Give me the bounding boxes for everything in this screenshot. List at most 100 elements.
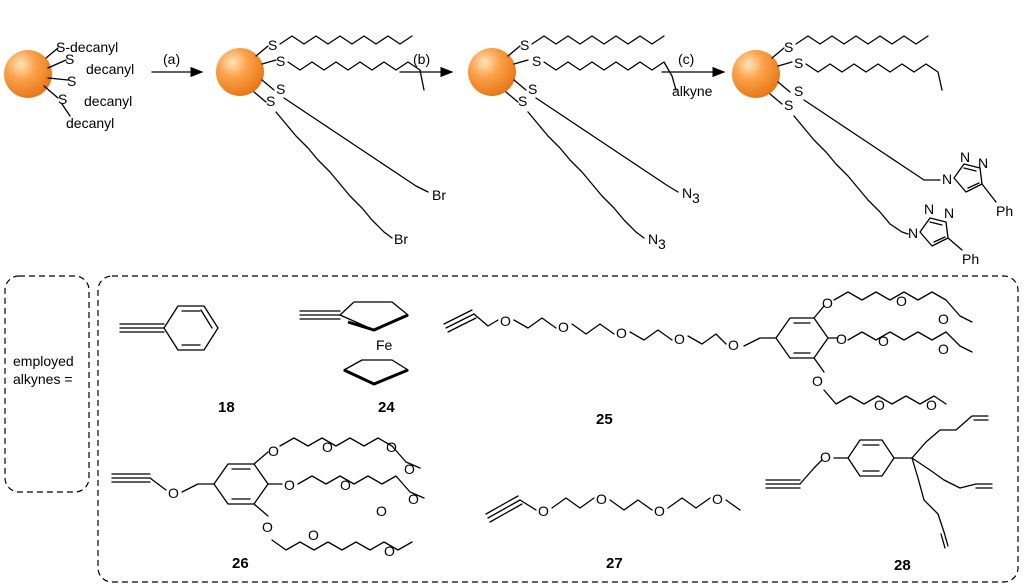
atom-o: O (674, 331, 685, 347)
atom-o: O (340, 477, 351, 493)
atom-o: O (376, 503, 387, 519)
start-chain-4: decanyl (66, 115, 114, 131)
step-a-label: (a) (163, 51, 180, 67)
atom-o: O (836, 331, 847, 347)
compound-18-label: 18 (218, 399, 235, 416)
atom-s: S (268, 37, 277, 53)
atom-o: O (820, 449, 831, 465)
compound-28-label: 28 (894, 557, 911, 574)
compound-24-structure: Fe (299, 301, 409, 386)
phenyl-group: Ph (996, 203, 1013, 219)
atom-o: O (268, 443, 279, 459)
compound-26-label: 26 (232, 555, 249, 572)
atom-n: N (944, 205, 954, 221)
triazole-ring (953, 163, 983, 193)
gold-nanoparticle (216, 48, 264, 96)
alkyl-chain (527, 111, 645, 239)
alkyl-chain (793, 115, 909, 235)
compound-18-structure (119, 305, 219, 351)
atom-o: O (284, 477, 295, 493)
atom-n: N (924, 201, 934, 217)
start-chain-2: decanyl (86, 61, 134, 77)
atom-s: S (276, 53, 285, 69)
atom-s: S (528, 81, 537, 97)
step-c-reagent: alkyne (672, 83, 713, 99)
atom-s: S (276, 81, 285, 97)
atom-n: N (908, 225, 918, 241)
step-b-label: (b) (413, 51, 430, 67)
atom-s: S (518, 93, 527, 109)
alkyl-chain (535, 97, 679, 193)
atom-o: O (926, 397, 937, 413)
phenyl-group: Ph (962, 251, 979, 267)
start-chain-1: S-decanyl (56, 39, 118, 55)
atom-o: O (616, 325, 627, 341)
atom-n: N (978, 155, 988, 171)
atom-o: O (654, 503, 665, 519)
atom-fe: Fe (376, 337, 393, 353)
atom-s: S (520, 37, 529, 53)
start-s-4: S (58, 91, 67, 107)
employed-label-line1: employed (13, 353, 74, 369)
starting-nanoparticle: S-decanyl S decanyl S decanyl S decanyl (4, 39, 134, 131)
compound-25-label: 25 (596, 411, 613, 428)
compound-26-structure: O O O O O O O O O O O O (111, 437, 425, 559)
triazole-nanoparticle: S S S S N N N Ph N N N Ph (732, 35, 1013, 267)
atom-o: O (168, 485, 179, 501)
compound-27-structure: O O O O (485, 491, 741, 523)
gold-nanoparticle (732, 50, 780, 98)
atom-o: O (404, 461, 415, 477)
atom-o: O (558, 319, 569, 335)
employed-label-line2: alkynes = (13, 371, 73, 387)
triazole-ring (919, 217, 949, 247)
atom-o: O (538, 503, 549, 519)
compound-24-label: 24 (378, 399, 395, 416)
alkyl-chain (279, 35, 413, 45)
atom-azide-n: N (682, 185, 692, 201)
atom-o: O (938, 311, 949, 327)
atom-o: O (500, 313, 511, 329)
start-s-2: S (65, 51, 74, 67)
atom-o: O (596, 491, 607, 507)
atom-o: O (938, 341, 949, 357)
alkyl-chain (275, 111, 393, 239)
atom-o: O (728, 337, 739, 353)
azide-nanoparticle: S S S S N 3 N 3 (468, 35, 700, 252)
start-chain-3: decanyl (84, 93, 132, 109)
atom-o: O (822, 295, 833, 311)
compound-25-structure: O O O O O O O O O O O O O O (443, 291, 973, 413)
alkynes-box (97, 275, 1019, 583)
alkyl-chain (803, 99, 941, 181)
compound-27-label: 27 (606, 555, 623, 572)
atom-azide-n: N (648, 231, 658, 247)
atom-s: S (784, 97, 793, 113)
atom-o: O (322, 439, 333, 455)
atom-o: O (408, 491, 419, 507)
employed-label-box (4, 275, 90, 493)
bromo-nanoparticle: S S S S Br Br (216, 35, 446, 247)
atom-o: O (896, 293, 907, 309)
atom-n: N (960, 149, 970, 165)
alkyl-chain (805, 63, 943, 91)
compound-28-structure: O (765, 415, 993, 549)
atom-azide-sub: 3 (692, 190, 700, 206)
alkyl-chain (531, 35, 665, 45)
atom-s: S (794, 83, 803, 99)
gold-nanoparticle (468, 48, 516, 96)
alkyl-chain (287, 61, 425, 91)
alkyl-chain (283, 97, 429, 193)
atom-azide-sub: 3 (658, 236, 666, 252)
atom-o: O (308, 527, 319, 543)
atom-s: S (794, 55, 803, 71)
atom-n: N (942, 171, 952, 187)
atom-s: S (532, 53, 541, 69)
atom-o: O (262, 519, 273, 535)
atom-o: O (712, 491, 723, 507)
atom-o: O (878, 333, 889, 349)
atom-o: O (812, 373, 823, 389)
atom-o: O (874, 397, 885, 413)
atom-o: O (384, 543, 395, 559)
step-c-label: (c) (678, 51, 694, 67)
atom-br: Br (432, 187, 446, 203)
